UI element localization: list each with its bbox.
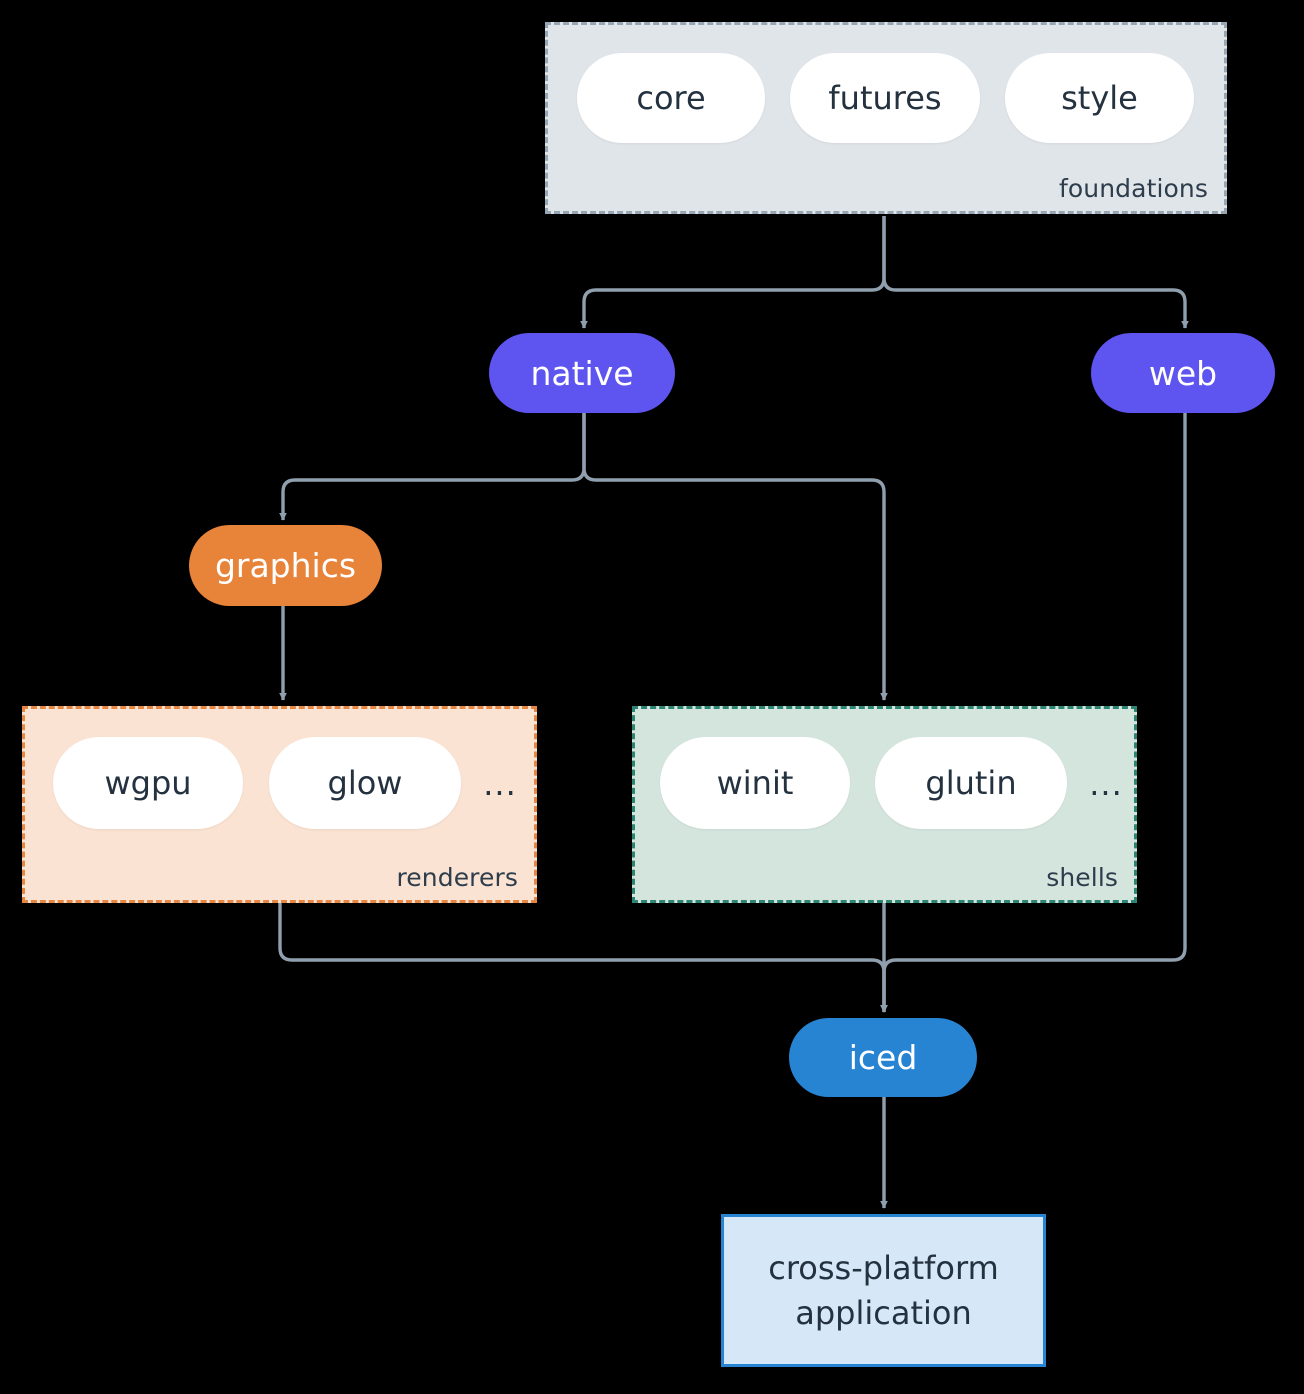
node-label-line1: cross-platform bbox=[768, 1249, 999, 1288]
cluster-overflow-ellipsis: ... bbox=[1089, 765, 1123, 803]
cluster-member-label: glutin bbox=[925, 764, 1017, 802]
cluster-member-core[interactable]: core bbox=[577, 53, 765, 143]
cluster-member-glow[interactable]: glow bbox=[269, 737, 461, 829]
cluster-label-shells: shells bbox=[1046, 863, 1118, 892]
node-cross-platform-application[interactable]: cross-platform application bbox=[721, 1214, 1046, 1367]
cluster-member-label: futures bbox=[828, 79, 942, 117]
cluster-member-style[interactable]: style bbox=[1005, 53, 1194, 143]
node-label: graphics bbox=[214, 546, 357, 585]
node-iced[interactable]: iced bbox=[789, 1018, 977, 1097]
node-graphics[interactable]: graphics bbox=[189, 525, 382, 606]
cluster-label-foundations: foundations bbox=[1059, 174, 1208, 203]
cluster-label-renderers: renderers bbox=[396, 863, 518, 892]
cluster-member-label: winit bbox=[716, 764, 794, 802]
node-label: native bbox=[530, 353, 634, 393]
cluster-member-winit[interactable]: winit bbox=[660, 737, 850, 829]
cluster-member-label: wgpu bbox=[104, 764, 192, 802]
cluster-member-futures[interactable]: futures bbox=[790, 53, 980, 143]
node-label: web bbox=[1148, 353, 1218, 393]
cluster-shells[interactable]: winit glutin ... shells bbox=[632, 706, 1137, 903]
cluster-member-label: core bbox=[636, 79, 706, 117]
cluster-overflow-ellipsis: ... bbox=[483, 765, 517, 803]
cluster-member-wgpu[interactable]: wgpu bbox=[53, 737, 243, 829]
cluster-renderers[interactable]: wgpu glow ... renderers bbox=[22, 706, 537, 903]
cluster-member-label: style bbox=[1061, 79, 1138, 117]
cluster-member-glutin[interactable]: glutin bbox=[875, 737, 1067, 829]
node-label-line2: application bbox=[795, 1293, 972, 1332]
node-label: iced bbox=[848, 1038, 918, 1077]
cluster-foundations[interactable]: core futures style foundations bbox=[545, 22, 1227, 214]
cluster-member-label: glow bbox=[327, 764, 403, 802]
node-native[interactable]: native bbox=[489, 333, 675, 413]
node-web[interactable]: web bbox=[1091, 333, 1275, 413]
